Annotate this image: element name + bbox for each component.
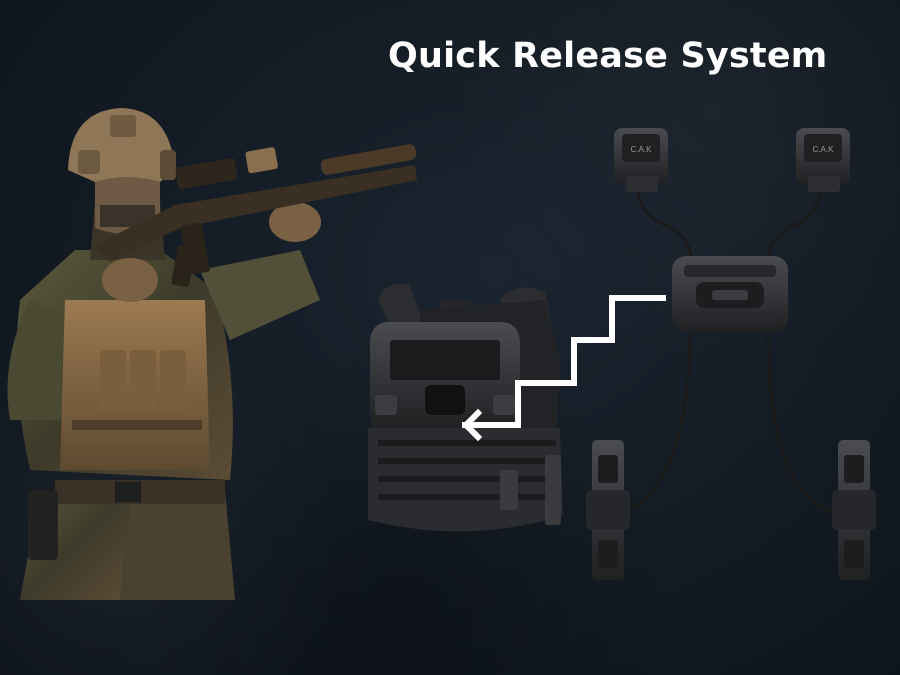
page-title: Quick Release System [388,36,828,76]
bottom-left-buckle [586,440,630,580]
top-left-buckle: C.A.K [614,128,668,192]
module-logo-right: C.A.K [813,145,835,154]
quick-release-system: C.A.K C.A.K [586,128,876,580]
top-right-buckle: C.A.K [796,128,850,192]
flow-arrow [461,295,666,442]
module-logo-left: C.A.K [631,145,653,154]
rifle [95,144,417,288]
soldier-figure [7,108,321,600]
plate-carrier-vest [368,284,563,532]
bottom-right-buckle [832,440,876,580]
central-release-module [672,256,788,332]
